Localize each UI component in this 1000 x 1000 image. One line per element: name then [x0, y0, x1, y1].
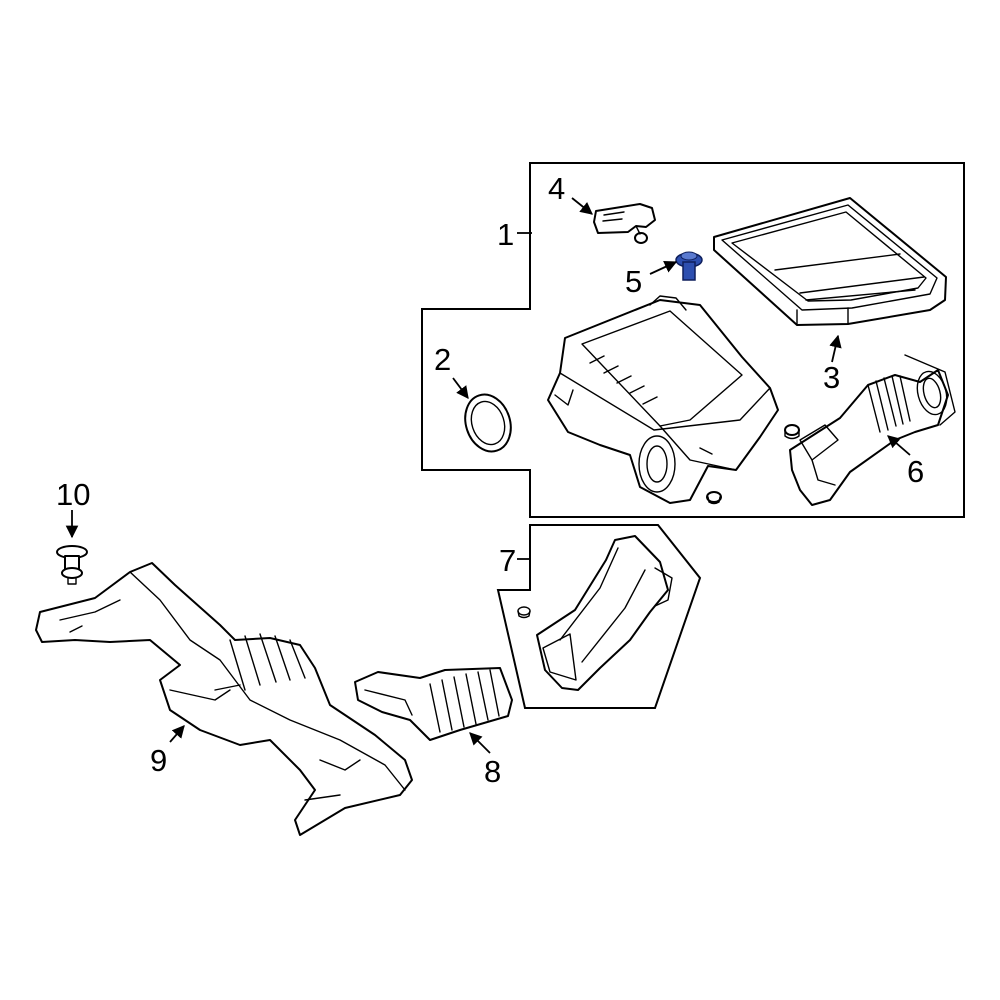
housing-grommet [784, 424, 800, 440]
part-7-air-guide[interactable] [517, 535, 673, 691]
housing-nut [706, 491, 722, 505]
part-10-push-clip[interactable] [56, 545, 88, 585]
leader-2 [452, 377, 469, 400]
part-5-bolt[interactable] [675, 251, 703, 281]
callout-7: 7 [499, 543, 516, 578]
leader-8 [469, 732, 491, 754]
part-4-sensor[interactable] [593, 203, 656, 244]
part-3-filter-element[interactable] [713, 197, 947, 326]
part-9-duct-assembly[interactable] [35, 562, 413, 836]
leader-3 [829, 334, 842, 363]
callout-5: 5 [625, 264, 642, 299]
callout-6: 6 [907, 454, 924, 489]
part-6-intake-duct[interactable] [789, 354, 956, 506]
part-8-bellows-hose[interactable] [354, 667, 513, 741]
leader-4 [571, 197, 593, 215]
leader-9 [169, 725, 185, 743]
leader-6 [887, 435, 911, 456]
leader-5 [649, 261, 678, 275]
callout-1: 1 [497, 217, 514, 252]
callout-9: 9 [150, 743, 167, 778]
callout-2: 2 [434, 342, 451, 377]
assembly-7-frame [496, 524, 702, 709]
callout-3: 3 [823, 360, 840, 395]
part-2-seal-ring[interactable] [458, 389, 518, 458]
air-cleaner-housing[interactable] [547, 295, 779, 504]
assembly-1-frame [421, 162, 965, 518]
callout-4: 4 [548, 171, 565, 206]
callout-8: 8 [484, 754, 501, 789]
callout-10: 10 [56, 477, 90, 512]
